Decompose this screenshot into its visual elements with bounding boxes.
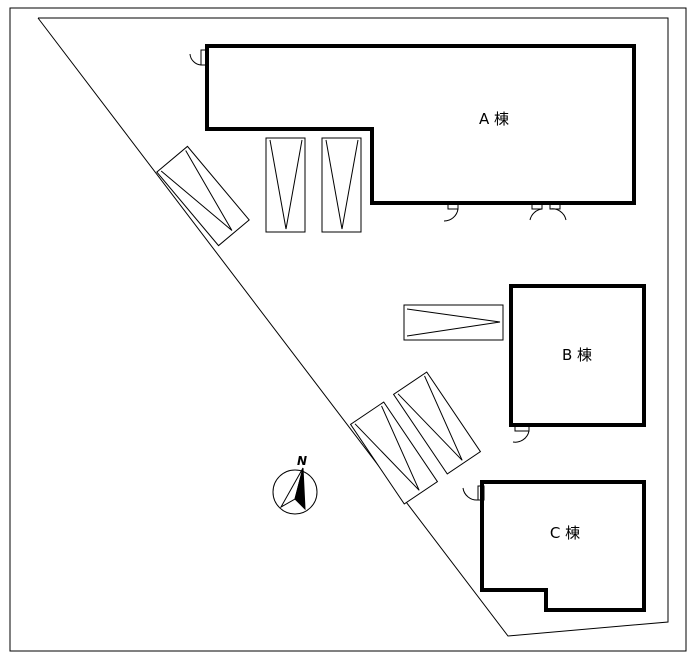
parking-space-5 [349, 401, 439, 505]
drawing-frame [9, 7, 687, 652]
building-a-outline [205, 44, 636, 205]
building-b: B 棟 [509, 284, 646, 427]
site-boundary [37, 17, 669, 637]
parking-space-1 [265, 137, 306, 233]
parking-space-2 [321, 137, 362, 233]
north-label: N [297, 454, 307, 468]
building-c: C 棟 [480, 480, 646, 612]
door-a-1 [189, 49, 208, 66]
building-a: A 棟 [205, 44, 636, 205]
parking-space-6 [392, 371, 482, 475]
building-c-outline [480, 480, 646, 612]
north-arrow-icon: N [272, 454, 318, 515]
building-a-label: A 棟 [479, 110, 509, 128]
building-c-label: C 棟 [550, 524, 580, 542]
door-a-2 [443, 202, 459, 222]
door-b [512, 424, 530, 443]
door-a-4 [549, 202, 567, 221]
parking-space-3 [156, 145, 250, 247]
building-b-label: B 棟 [562, 346, 592, 364]
door-a-3 [529, 202, 543, 221]
door-c [462, 485, 485, 501]
building-b-outline [509, 284, 646, 427]
parking-space-4 [403, 304, 504, 341]
